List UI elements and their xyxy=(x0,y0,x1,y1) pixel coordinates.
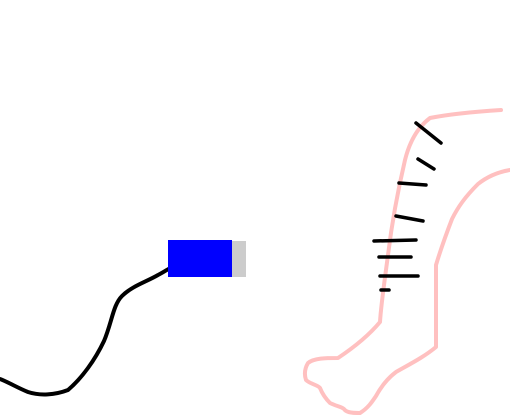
hair-stroke xyxy=(414,121,443,145)
hair-stroke xyxy=(416,157,436,171)
cable xyxy=(0,265,174,397)
device-tip xyxy=(232,241,246,277)
hair-stroke xyxy=(397,181,428,187)
device-body xyxy=(168,240,232,277)
hair-stroke xyxy=(372,238,418,243)
leg-outline xyxy=(302,108,510,415)
hair-strokes xyxy=(372,121,443,292)
hair-stroke xyxy=(394,214,425,223)
